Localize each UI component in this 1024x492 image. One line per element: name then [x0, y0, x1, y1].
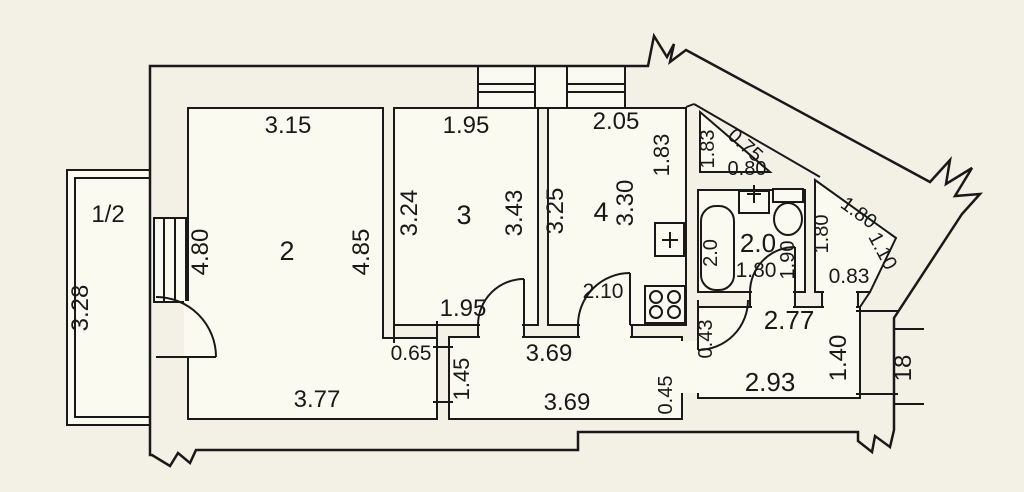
label-niche-side: 1.83: [697, 130, 719, 169]
dimension-labels: 1/2 3.15 2 3.77 0.65 1.95 3 1.95 2.05 4 …: [67, 108, 917, 416]
label-nook-height: 1.45: [449, 358, 474, 401]
label-balcony-height: 3.28: [67, 285, 94, 332]
label-bathroom-width: 1.80: [736, 259, 777, 282]
label-closet-bottom: 0.83: [829, 265, 870, 288]
door-jambs: [477, 292, 859, 419]
label-kitchen-door: 2.10: [583, 280, 624, 303]
label-entry-right: 1.40: [825, 335, 852, 382]
corridor-floor: [448, 336, 683, 420]
wall-connector: [685, 103, 871, 308]
niche-floor: [699, 109, 773, 173]
kitchen-sink: [654, 222, 685, 257]
room3-floor: [393, 107, 539, 326]
label-entry-left: 0.43: [695, 320, 717, 359]
label-kitchen-top: 2.05: [593, 108, 640, 135]
label-bathroom-area: 2.0: [740, 228, 776, 258]
window-kitchen: [566, 65, 626, 109]
bathroom-door: [749, 246, 796, 293]
label-closet-left: 1.80: [811, 215, 833, 254]
window-pier: [534, 65, 568, 109]
bath-sink: [738, 185, 770, 214]
label-niche-bottom: 0.80: [728, 158, 767, 180]
label-room3-top: 1.95: [443, 112, 490, 139]
label-room2-top: 3.15: [265, 112, 312, 139]
label-corridor-top: 3.69: [526, 340, 573, 367]
entry-door: [697, 299, 749, 351]
label-stair: 18: [890, 355, 917, 382]
label-entry-top: 2.77: [764, 305, 815, 335]
label-room2-name: 2: [279, 236, 294, 266]
label-room3-left: 3.24: [396, 190, 423, 237]
label-room2-left: 4.80: [187, 229, 214, 276]
bathtub: [700, 205, 735, 291]
label-entry-bottom: 2.93: [745, 367, 796, 397]
balcony-outer-wall: [66, 169, 151, 426]
label-room3-right: 3.43: [501, 190, 528, 237]
fixtures: [644, 185, 804, 324]
label-corridor-bottom: 3.69: [544, 389, 591, 416]
label-kitchen-name: 4: [593, 197, 608, 227]
label-kitchen-right-upper: 1.83: [649, 134, 674, 177]
kitchen-door: [577, 272, 631, 326]
label-room3-name: 3: [456, 200, 471, 230]
window-balcony: [153, 217, 187, 303]
dimension-ticks: [393, 310, 924, 405]
stove: [644, 285, 686, 324]
room-floors: [66, 107, 898, 426]
label-tub-length: 2.0: [700, 239, 722, 267]
door-openings: [184, 287, 856, 393]
label-kitchen-left: 3.25: [542, 188, 569, 235]
diagonal-wall-inner-face: [693, 103, 821, 178]
label-room3-door: 1.95: [440, 295, 487, 322]
exterior-wall-outline: [148, 32, 984, 468]
label-room2-bottom: 3.77: [294, 386, 341, 413]
toilet: [772, 188, 804, 236]
label-nook-width: 0.65: [391, 342, 432, 365]
label-corridor-end: 0.45: [655, 376, 677, 415]
window-room3: [477, 65, 536, 109]
label-balcony-name: 1/2: [91, 201, 124, 228]
label-room2-right: 4.85: [348, 229, 375, 276]
label-kitchen-right: 3.30: [612, 180, 639, 227]
room3-door: [477, 278, 525, 326]
label-bathroom-right: 1.90: [777, 241, 799, 280]
doors: [155, 246, 796, 358]
balcony-door: [155, 296, 217, 358]
